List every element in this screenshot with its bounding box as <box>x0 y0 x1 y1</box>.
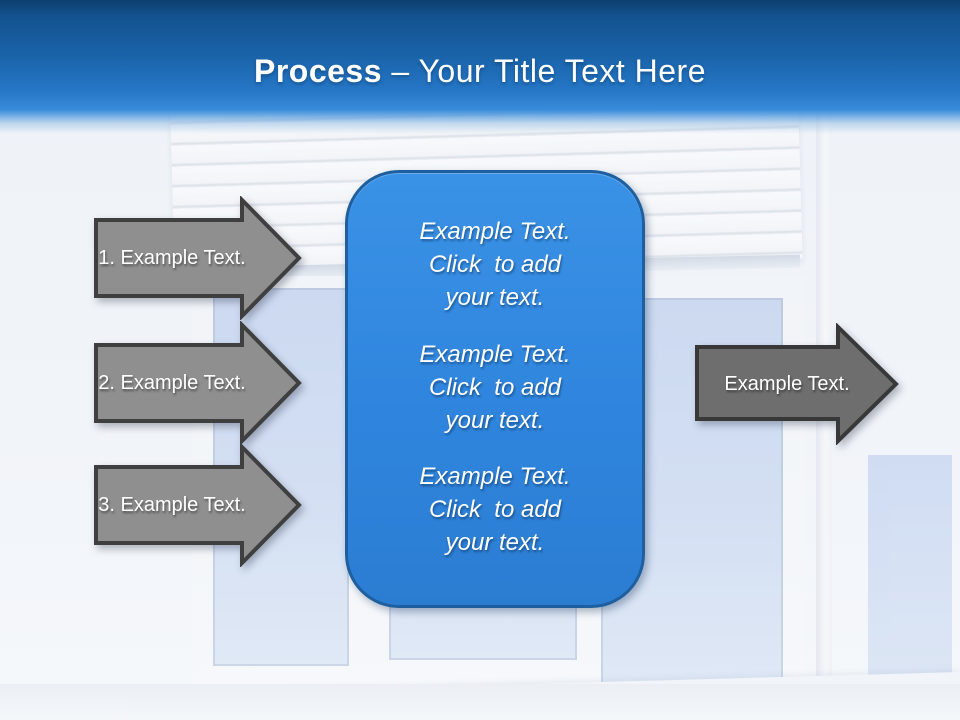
page-title[interactable]: Process – Your Title Text Here <box>0 0 960 90</box>
process-arrow-1-label: 1. Example Text. <box>98 246 246 269</box>
right-arrow-shape-icon <box>695 323 899 445</box>
process-arrow-1[interactable]: 1. Example Text. <box>93 196 303 320</box>
result-arrow-label: Example Text. <box>724 372 850 395</box>
title-bar: Process – Your Title Text Here <box>0 0 960 134</box>
right-arrow-shape-icon <box>94 443 302 567</box>
center-text-box[interactable]: Example Text. Click to add your text. Ex… <box>345 170 645 608</box>
page-title-emphasis: Process <box>253 53 383 89</box>
right-arrow-shape-icon <box>94 196 302 320</box>
right-arrow-shape-icon <box>94 321 302 445</box>
process-arrow-3-label: 3. Example Text. <box>98 493 246 516</box>
process-arrow-2[interactable]: 2. Example Text. <box>93 321 303 445</box>
window-pane-far-right <box>868 455 952 695</box>
process-arrow-2-label: 2. Example Text. <box>98 371 246 394</box>
window-sill <box>0 684 960 720</box>
process-arrow-3[interactable]: 3. Example Text. <box>93 443 303 567</box>
center-text-block-2[interactable]: Example Text. Click to add your text. <box>419 340 571 434</box>
center-text-block-1[interactable]: Example Text. Click to add your text. <box>419 218 571 311</box>
center-text-block-3[interactable]: Example Text. Click to add your text. <box>419 463 571 556</box>
page-title-rest: – Your Title Text Here <box>382 53 706 89</box>
result-arrow[interactable]: Example Text. <box>694 323 900 445</box>
